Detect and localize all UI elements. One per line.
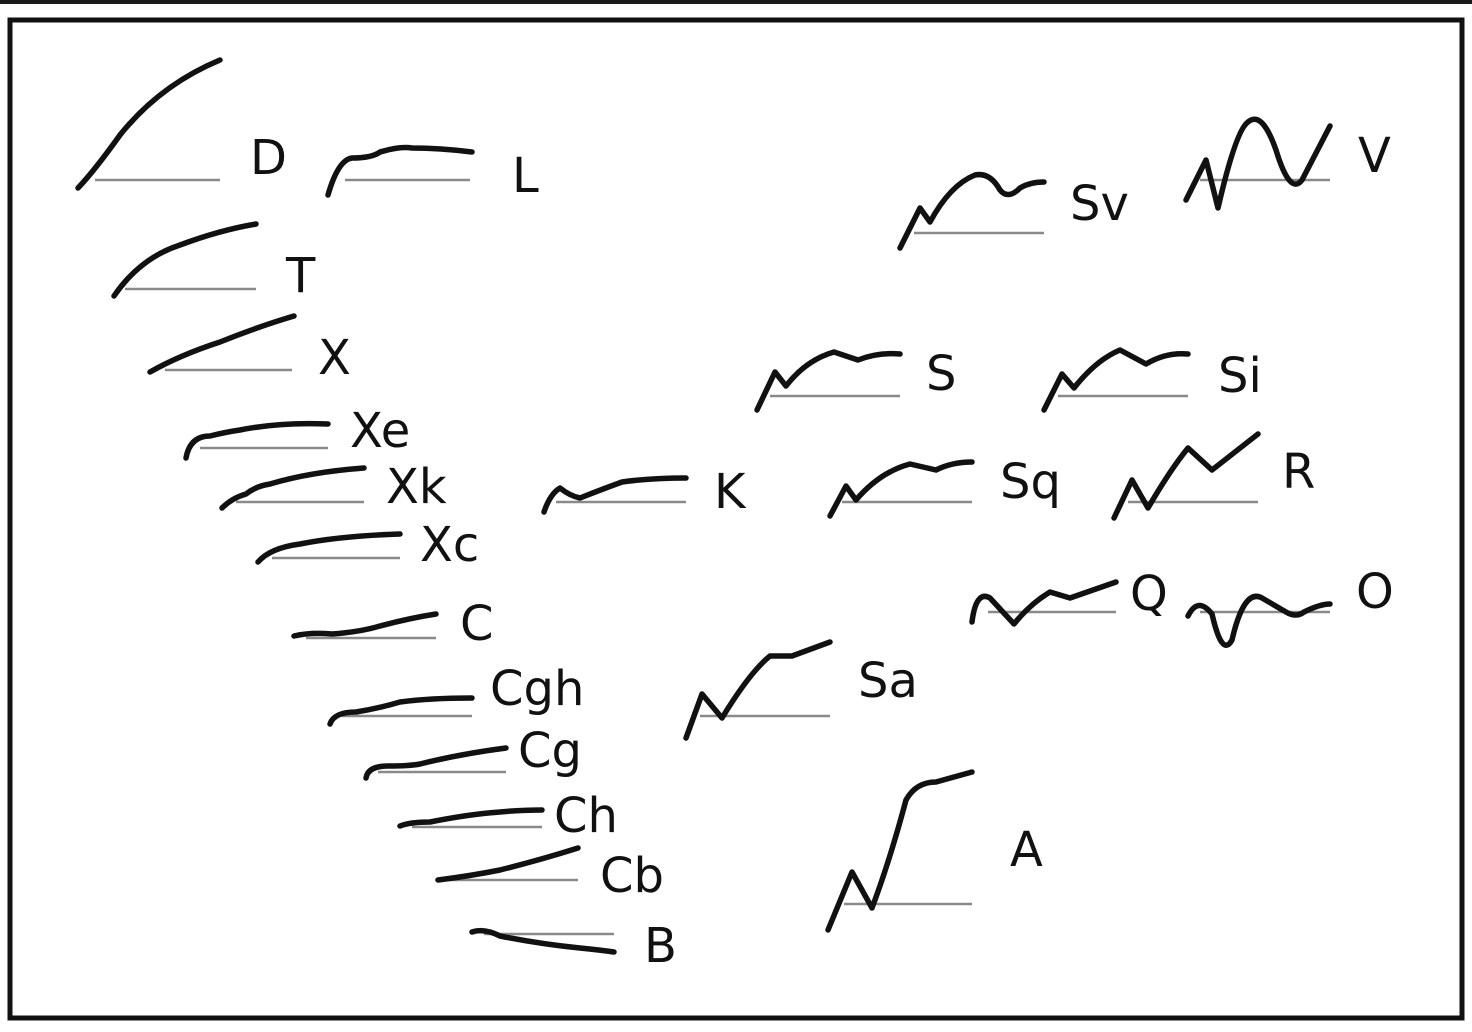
b-label: B: [644, 918, 677, 974]
ch-label: Ch: [554, 788, 618, 844]
item-cb: Cb: [435, 845, 664, 904]
xe-curve: [183, 420, 331, 461]
si-label: Si: [1218, 348, 1262, 404]
a-label: A: [1010, 822, 1043, 878]
o-label: O: [1356, 564, 1394, 620]
t-label: T: [285, 248, 316, 304]
r-curve: [1111, 431, 1261, 521]
si-curve: [1041, 347, 1191, 413]
xc-label: Xc: [420, 517, 479, 573]
item-q: Q: [969, 566, 1168, 627]
v-curve: [1183, 116, 1333, 211]
cb-curve: [435, 845, 581, 883]
k-curve: [541, 475, 689, 515]
item-ch: Ch: [397, 788, 618, 844]
x-curve: [147, 313, 297, 375]
item-s: S: [754, 346, 956, 413]
sa-label: Sa: [858, 653, 918, 709]
q-label: Q: [1130, 566, 1168, 622]
sq-curve: [827, 459, 975, 519]
item-cgh: Cgh: [327, 661, 584, 727]
item-si: Si: [1041, 347, 1262, 413]
l-curve: [325, 144, 475, 198]
item-k: K: [541, 464, 747, 520]
xe-label: Xe: [350, 403, 410, 459]
item-b: B: [469, 918, 677, 974]
d-label: D: [250, 130, 287, 186]
item-xk: Xk: [219, 459, 447, 515]
v-label: V: [1358, 128, 1391, 184]
item-t: T: [111, 221, 316, 304]
sq-label: Sq: [1000, 454, 1061, 510]
item-o: O: [1185, 564, 1394, 648]
a-curve: [825, 769, 975, 933]
ch-curve: [397, 807, 545, 829]
o-curve: [1185, 593, 1333, 648]
cgh-label: Cgh: [490, 661, 584, 717]
item-sa: Sa: [683, 639, 918, 741]
item-x: X: [147, 313, 351, 386]
r-label: R: [1282, 444, 1315, 500]
sv-label: Sv: [1070, 176, 1129, 232]
item-r: R: [1111, 431, 1315, 521]
xc-curve: [255, 531, 403, 565]
xk-curve: [219, 465, 367, 511]
s-label: S: [926, 346, 956, 402]
top-edge-line: [0, 0, 1472, 4]
item-xe: Xe: [183, 403, 410, 461]
cg-label: Cg: [518, 723, 582, 779]
sa-curve: [683, 639, 833, 741]
item-v: V: [1183, 116, 1391, 211]
item-a: A: [825, 769, 1043, 933]
b-curve: [469, 927, 617, 955]
item-d: D: [75, 57, 287, 191]
x-label: X: [318, 330, 351, 386]
item-sv: Sv: [897, 171, 1129, 251]
t-curve: [111, 221, 259, 299]
item-xc: Xc: [255, 517, 479, 573]
s-curve: [754, 349, 903, 413]
cb-label: Cb: [600, 848, 664, 904]
item-sq: Sq: [827, 454, 1061, 519]
c-curve: [291, 611, 439, 639]
diagram-frame: [7, 17, 1465, 1021]
cg-curve: [363, 745, 509, 781]
item-cg: Cg: [363, 723, 582, 781]
d-curve: [75, 57, 223, 191]
item-c: C: [291, 596, 494, 652]
xk-label: Xk: [386, 459, 447, 515]
c-label: C: [460, 596, 494, 652]
item-l: L: [325, 144, 539, 204]
l-label: L: [512, 148, 539, 204]
sv-curve: [897, 171, 1047, 251]
q-curve: [969, 579, 1119, 627]
cgh-curve: [327, 695, 475, 727]
k-label: K: [714, 464, 747, 520]
